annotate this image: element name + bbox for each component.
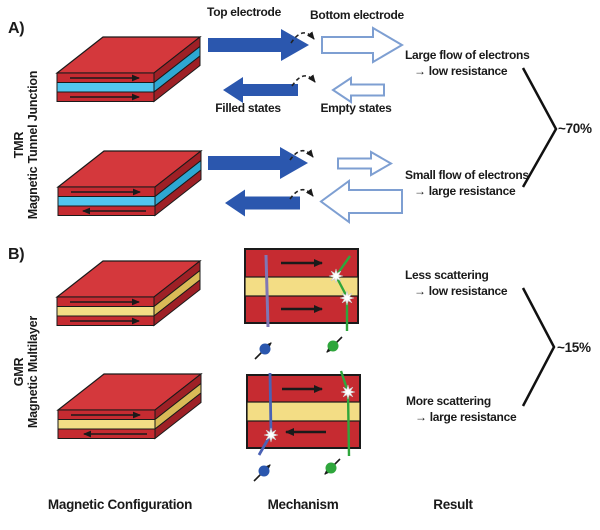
tmr-abbr: TMR [12,131,26,159]
scattering-star-icon [263,427,279,443]
gmr-name: Magnetic Multilayer [26,315,40,429]
tunneling-hop-arrow [289,149,314,161]
gmr-abbr: GMR [12,357,26,387]
scattering-star-icon [328,268,344,284]
column-label-configuration: Magnetic Configuration [47,497,193,512]
result-text-a1: Large flow of electrons → low resistance [405,48,530,78]
result-text-a2: Small flow of electrons → large resistan… [405,168,529,198]
tmr-slab-antiparallel [56,149,203,217]
slab-front-spacer [57,419,156,430]
result-bracket-a [521,67,558,188]
panel-b-side-label: GMR Magnetic Multilayer [12,282,40,462]
tunneling-hop-arrow [289,188,314,200]
solid-arrow-right [208,29,309,61]
panel-a-label: A) [8,20,25,37]
top-electrode-label: Top electrode [207,5,281,19]
percent-gmr: ~15% [557,340,591,355]
column-label-result: Result [433,497,473,512]
outlined-arrow-left-small [331,76,385,104]
gmr-row1-mechanism [244,248,359,360]
solid-arrow-left [223,77,298,103]
bottom-electrode-label: Bottom electrode [310,8,404,22]
panel-b-label: B) [8,246,25,263]
tmr-name: Magnetic Tunnel Junction [26,70,40,220]
solid-arrow-left [225,189,300,217]
empty-states-label: Empty states [320,101,392,115]
outlined-arrow-right-small [337,150,394,177]
slab-front-barrier [56,82,155,93]
scattering-star-icon [339,290,355,306]
outlined-arrow-right-large [321,26,404,64]
slab-front-barrier [57,196,156,207]
spin-down-electron-path [334,255,351,331]
tunneling-hop-arrow [291,74,316,87]
percent-tmr: ~70% [558,121,592,136]
outlined-arrow-left-large [319,179,403,224]
tmr-slab-parallel [55,35,202,103]
panel-a-side-label: TMR Magnetic Tunnel Junction [12,50,40,240]
spin-up-electron-icon [254,342,272,360]
result-text-b2: More scattering → large resistance [406,394,517,424]
spacer-band [244,276,359,297]
result-text-b1: Less scattering → low resistance [405,268,508,298]
filled-states-label: Filled states [215,101,281,115]
spin-down-electron-icon [326,336,343,353]
tunneling-hop-arrow [290,31,315,44]
scattering-star-icon [340,384,356,400]
tmr-row1-mechanism [208,26,404,104]
gmr-slab-antiparallel [56,372,203,440]
spin-up-electron-icon [253,464,271,482]
result-bracket-b [521,287,556,407]
gmr-slab-parallel [55,259,202,327]
tmr-row2-mechanism [208,147,403,224]
gmr-row2-mechanism [246,370,361,482]
spacer-band [246,401,361,422]
slab-front-spacer [56,306,155,317]
solid-arrow-right [208,147,308,179]
spin-down-electron-icon [324,458,341,475]
spin-up-electron-path [264,254,270,328]
column-label-mechanism: Mechanism [267,497,339,512]
